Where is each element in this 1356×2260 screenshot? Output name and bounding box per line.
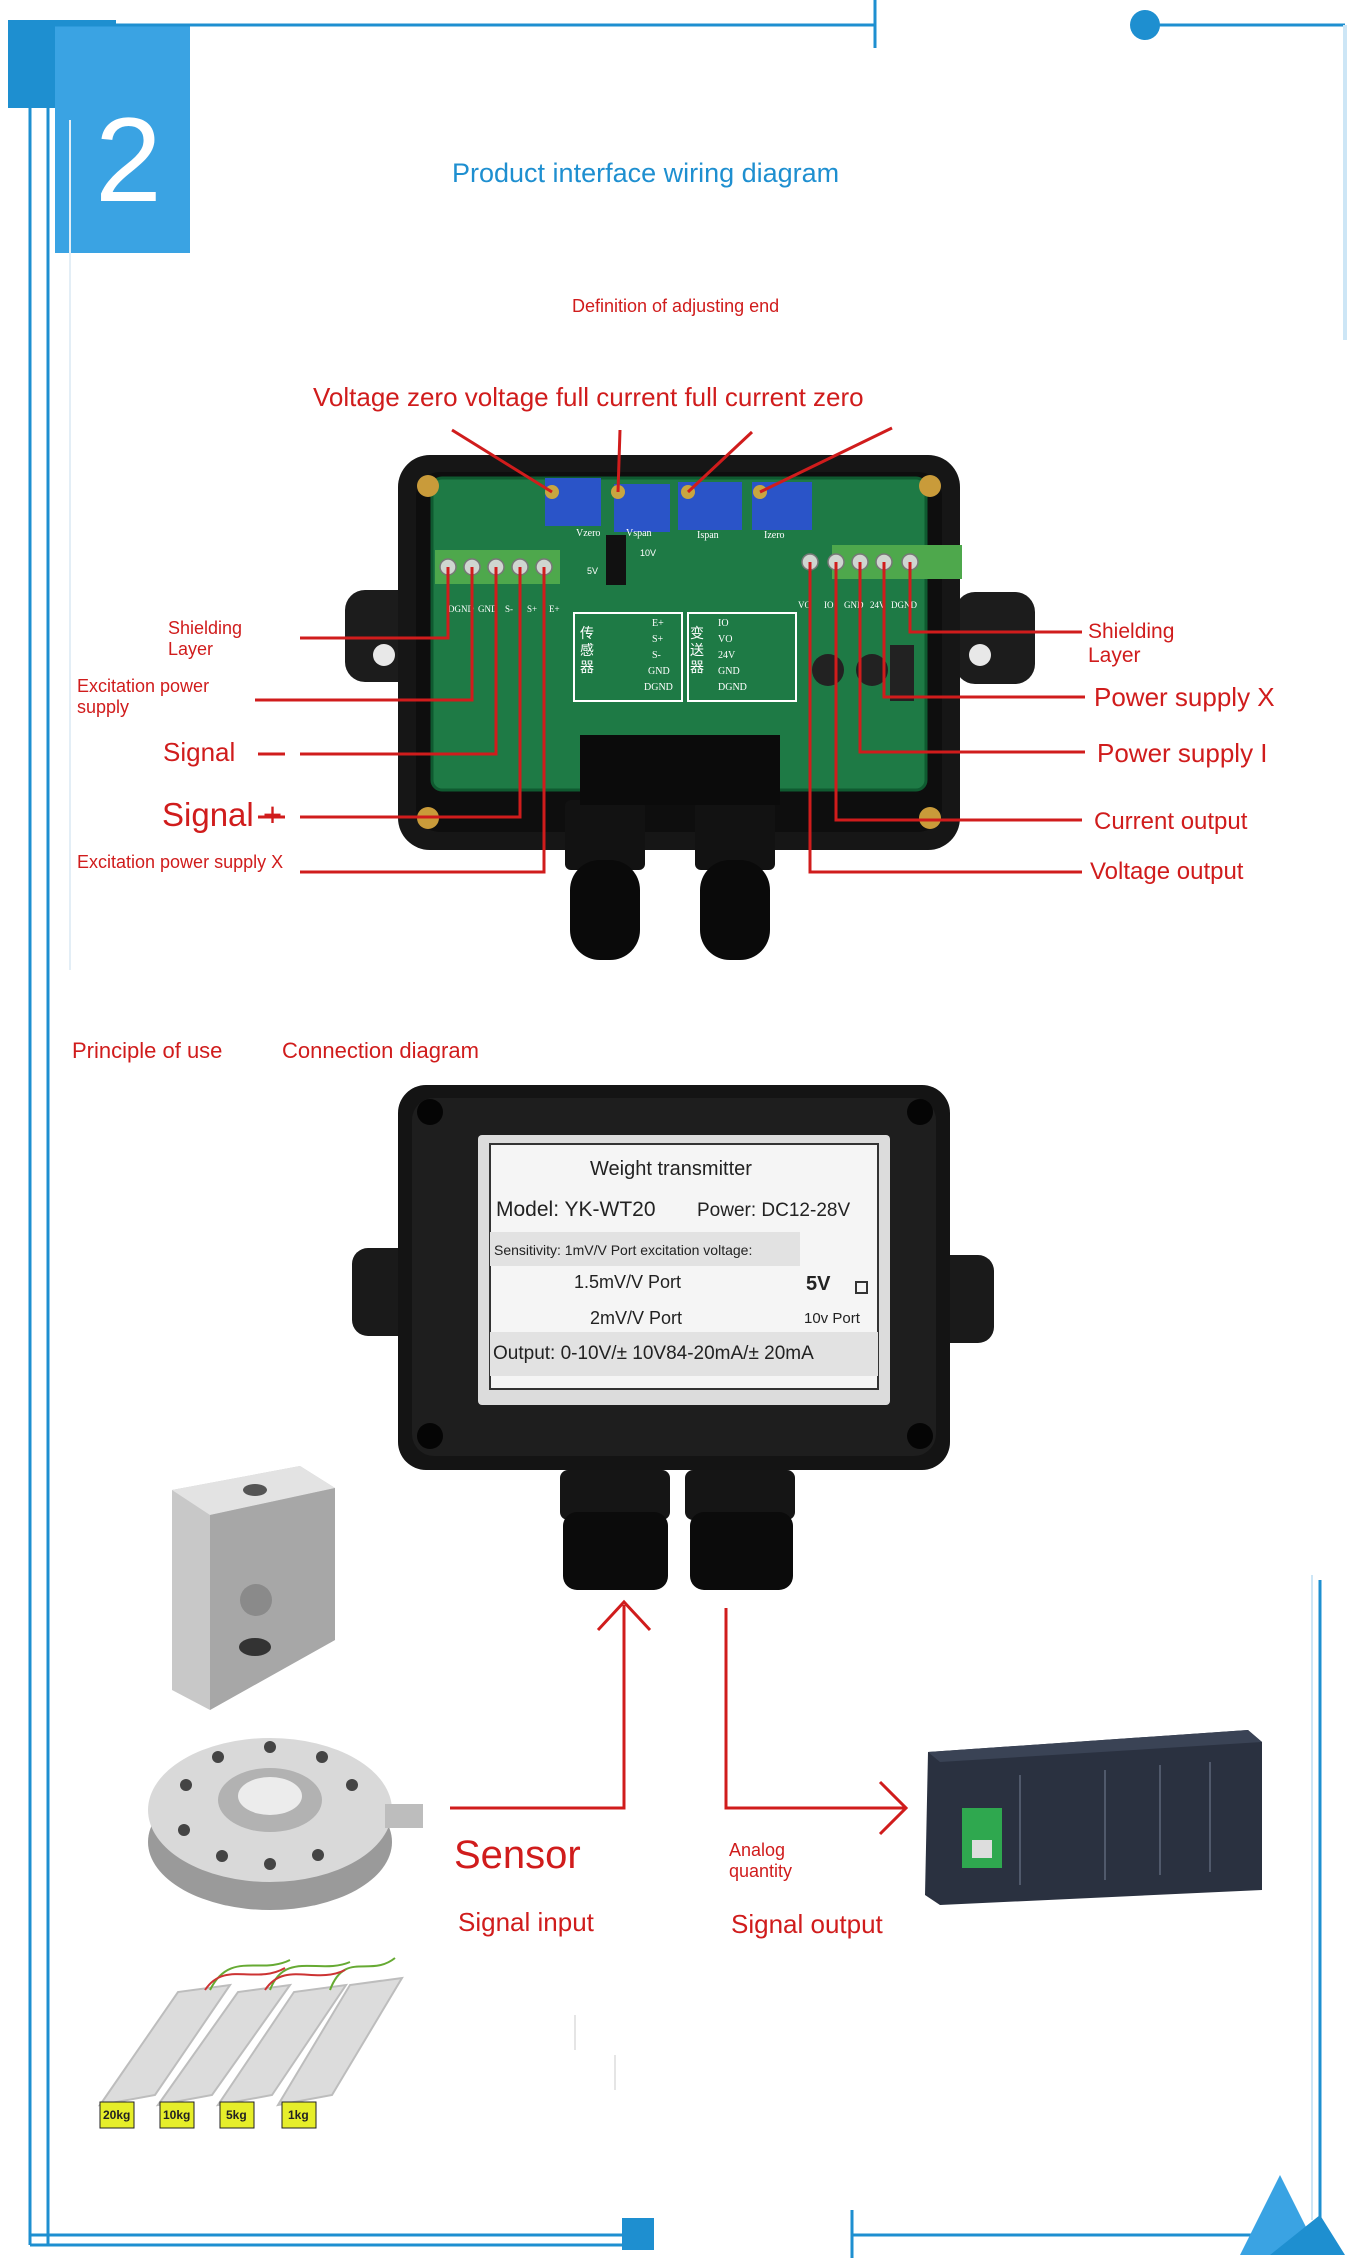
nameplate-option-2mv: 2mV/V Port bbox=[590, 1308, 683, 1328]
tag-5kg: 5kg bbox=[226, 2108, 247, 2122]
pin-s-plus: S+ bbox=[652, 634, 664, 645]
nameplate-title: Weight transmitter bbox=[590, 1158, 752, 1180]
page-title: Product interface wiring diagram bbox=[452, 158, 840, 188]
tag-10kg: 10kg bbox=[163, 2108, 191, 2122]
analog-quantity-label: Analog quantity bbox=[729, 1840, 793, 1881]
terminal-s-plus: S+ bbox=[527, 604, 538, 614]
pin-vo: VO bbox=[718, 634, 733, 645]
left-label-shielding: Shielding Layer bbox=[168, 618, 243, 659]
pin-s-minus: S- bbox=[652, 650, 661, 661]
jumper-label-10v: 10V bbox=[640, 548, 657, 558]
terminal-24v: 24V bbox=[870, 600, 886, 610]
left-label-excitation-x: Excitation power supply X bbox=[77, 852, 284, 872]
pin-dgnd: DGND bbox=[644, 682, 673, 693]
section-number: 2 bbox=[95, 93, 162, 227]
right-label-voltage-output: Voltage output bbox=[1090, 858, 1244, 885]
pot-label-ispan: Ispan bbox=[697, 530, 719, 541]
nameplate-model: Model: YK-WT20 bbox=[496, 1198, 656, 1221]
principle-label: Principle of use bbox=[72, 1038, 223, 1063]
nameplate-output: Output: 0-10V/± 10V84-20mA/± 20mA bbox=[493, 1343, 814, 1364]
tag-1kg: 1kg bbox=[288, 2108, 309, 2122]
jumper-label-5v: 5V bbox=[587, 566, 599, 576]
sensor-label: Sensor bbox=[454, 1833, 581, 1877]
potentiometer-heading: Voltage zero voltage full current full c… bbox=[313, 382, 864, 412]
nameplate-option-10v: 10v Port bbox=[804, 1310, 860, 1327]
pot-label-izero: Izero bbox=[764, 530, 785, 541]
pin-e-plus: E+ bbox=[652, 618, 664, 629]
terminal-gnd-right: GND bbox=[844, 600, 864, 610]
terminal-s-minus: S- bbox=[505, 604, 514, 614]
terminal-gnd: GND bbox=[478, 604, 498, 614]
pin-gnd: GND bbox=[648, 666, 670, 677]
left-label-signal-plus: Signal + bbox=[162, 796, 283, 833]
sensor-block-title: 传感器 bbox=[580, 625, 594, 675]
pot-label-vzero: Vzero bbox=[576, 528, 601, 539]
tag-20kg: 20kg bbox=[103, 2108, 131, 2122]
left-label-excitation: Excitation power supply bbox=[77, 676, 210, 717]
signal-output-label: Signal output bbox=[731, 1909, 883, 1939]
right-label-current-output: Current output bbox=[1094, 808, 1248, 835]
pin-dgnd-right: DGND bbox=[718, 682, 747, 693]
right-label-power-x: Power supply X bbox=[1094, 682, 1275, 712]
left-label-signal-minus: Signal bbox=[163, 737, 236, 767]
nameplate-sensitivity: Sensitivity: 1mV/V Port excitation volta… bbox=[494, 1242, 753, 1258]
pin-gnd-right: GND bbox=[718, 666, 740, 677]
terminal-dgnd: DGND bbox=[448, 604, 474, 614]
pin-24v: 24V bbox=[718, 650, 736, 661]
right-label-power-i: Power supply I bbox=[1097, 738, 1268, 768]
pin-io: IO bbox=[718, 618, 729, 629]
nameplate-option-1-5mv: 1.5mV/V Port bbox=[574, 1272, 682, 1292]
nameplate-option-5v: 5V bbox=[806, 1273, 831, 1295]
transmitter-block-title: 变送器 bbox=[690, 625, 704, 675]
terminal-io: IO bbox=[824, 600, 834, 610]
right-label-shielding: Shielding Layer bbox=[1088, 620, 1175, 668]
pot-label-vspan: Vspan bbox=[626, 528, 652, 539]
connection-label: Connection diagram bbox=[282, 1038, 479, 1063]
nameplate-power: Power: DC12-28V bbox=[697, 1200, 851, 1221]
terminal-e-plus: E+ bbox=[549, 604, 560, 614]
terminal-dgnd-right: DGND bbox=[891, 600, 917, 610]
signal-input-label: Signal input bbox=[458, 1907, 594, 1937]
terminal-vo: VO bbox=[798, 600, 811, 610]
adjusting-end-note: Definition of adjusting end bbox=[572, 296, 780, 316]
